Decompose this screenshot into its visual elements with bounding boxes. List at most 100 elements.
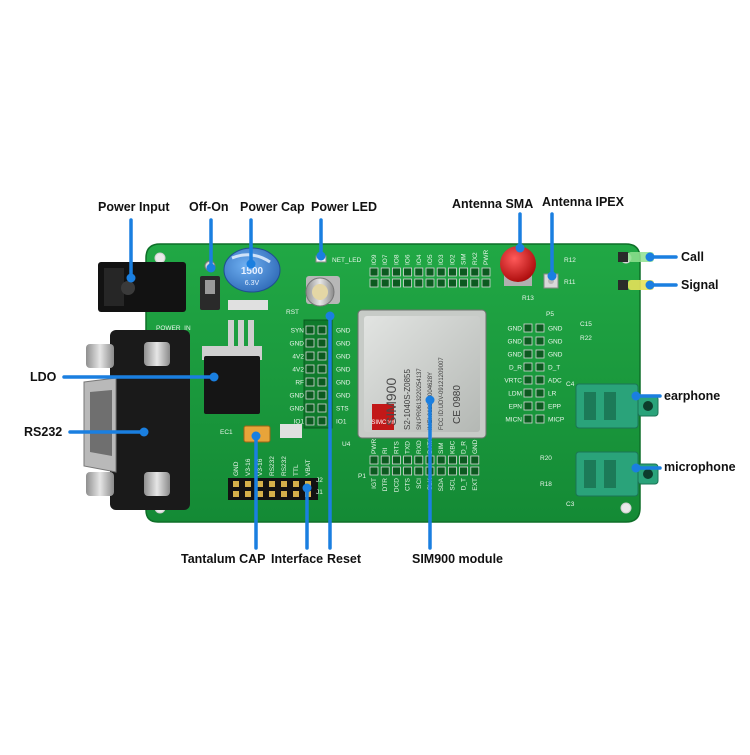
smd-part <box>228 300 268 310</box>
header-pin <box>414 466 424 476</box>
header-pin <box>293 491 299 497</box>
header-pin-label: DTR <box>382 478 389 492</box>
header-pin-label: SCL <box>449 478 456 491</box>
header-pin <box>380 466 390 476</box>
header-pin-label: STS <box>336 406 349 413</box>
header-pin <box>269 491 275 497</box>
mount-hole <box>154 252 166 264</box>
header-pin-label: ADC <box>548 378 562 385</box>
header-pin-label: RF <box>295 380 304 387</box>
callout-antenna-ipex: Antenna IPEX <box>542 195 624 209</box>
header-pin <box>305 325 315 335</box>
header-pin-label: GND <box>336 341 351 348</box>
module-brand-text: SIM900 <box>383 378 399 426</box>
rs232-connector <box>83 330 190 510</box>
header-pin-label: GND <box>508 339 523 346</box>
header-pin-label: GND <box>548 339 563 346</box>
header-pin <box>470 466 480 476</box>
header-pin <box>436 267 446 277</box>
header-pin-label: GND <box>548 352 563 359</box>
header-pin <box>481 278 491 288</box>
header-pin <box>535 414 545 424</box>
header-pin <box>403 267 413 277</box>
header-pin <box>535 362 545 372</box>
header-pin-label: IO8 <box>393 254 400 265</box>
header-pin <box>317 364 327 374</box>
header-pin-label: GND <box>336 380 351 387</box>
header-pin <box>459 278 469 288</box>
sim900-module: SIMCom SIM900 S2-1040S-Z0855 SN:PR061322… <box>357 309 487 439</box>
header-pin <box>523 388 533 398</box>
ldo-regulator <box>202 320 262 414</box>
header-pin <box>380 278 390 288</box>
header-pin <box>436 455 446 465</box>
header-pin-label: IGT <box>371 478 378 489</box>
header-pin <box>317 403 327 413</box>
header-pin <box>391 455 401 465</box>
header-pin-label: GND <box>290 406 305 413</box>
header-pin <box>523 336 533 346</box>
header-pin <box>317 390 327 400</box>
callout-power-cap: Power Cap <box>240 200 305 214</box>
header-pin <box>535 323 545 333</box>
header-pin-label: GND <box>233 461 240 476</box>
callout-reset: Reset <box>327 552 362 566</box>
module-logo-text: SIMCom <box>371 420 394 426</box>
header-pin <box>447 267 457 277</box>
j1-label: J1 <box>316 489 323 496</box>
header-pin <box>245 481 251 487</box>
header-pin <box>305 390 315 400</box>
header-pin <box>317 351 327 361</box>
header-pin <box>459 267 469 277</box>
header-pin <box>447 278 457 288</box>
callout-antenna-sma: Antenna SMA <box>452 197 534 211</box>
header-pin <box>523 401 533 411</box>
header-pin-label: IO7 <box>382 254 389 265</box>
header-pin-label: RXD <box>416 440 423 454</box>
header-pin <box>470 455 480 465</box>
header-pin-label: EXT <box>472 478 479 491</box>
reset-button <box>305 276 340 307</box>
u4-label: U4 <box>342 441 351 448</box>
callout-call: Call <box>681 250 704 264</box>
header-pin <box>317 325 327 335</box>
header-pin-label: IO5 <box>427 254 434 265</box>
header-pin-label: IO1 <box>336 419 347 426</box>
cap-value-text: 1500 <box>241 266 264 277</box>
r12-label: R12 <box>564 257 576 264</box>
header-pin <box>523 414 533 424</box>
header-pin <box>380 267 390 277</box>
header-pin-label: GND <box>508 326 523 333</box>
header-pin-label: D_T <box>548 365 560 372</box>
header-pin <box>523 323 533 333</box>
header-pin <box>535 336 545 346</box>
header-pin <box>523 375 533 385</box>
header-pin-label: IO1 <box>294 419 305 426</box>
header-pin-label: MICN <box>505 417 522 424</box>
r22-label: R22 <box>580 335 592 342</box>
header-pin-label: CTS <box>405 477 412 491</box>
header-pin <box>535 349 545 359</box>
header-pin <box>317 416 327 426</box>
antenna-sma <box>500 246 536 286</box>
header-pin <box>403 455 413 465</box>
header-pin <box>535 375 545 385</box>
header-pin <box>305 416 315 426</box>
header-pin <box>459 466 469 476</box>
callout-power-input: Power Input <box>98 200 170 214</box>
module-line2: SN:PR0613220254137 <box>417 368 423 430</box>
header-pin <box>269 481 275 487</box>
cap-voltage-text: 6.3V <box>245 280 260 287</box>
header-pin-label: D_R <box>461 441 468 454</box>
callout-rs232: RS232 <box>24 425 63 439</box>
earphone-jack <box>575 383 659 429</box>
rst-label: RST <box>286 309 299 316</box>
header-pin <box>523 362 533 372</box>
header-pin-label: SYN <box>291 328 305 335</box>
header-pin-label: LDM <box>508 391 522 398</box>
header-pin-label: RI <box>382 447 389 454</box>
smd-part <box>280 424 302 438</box>
module-line4: FCC ID:UDV-09121209007 <box>439 357 445 430</box>
header-pin-label: 4V2 <box>292 354 304 361</box>
